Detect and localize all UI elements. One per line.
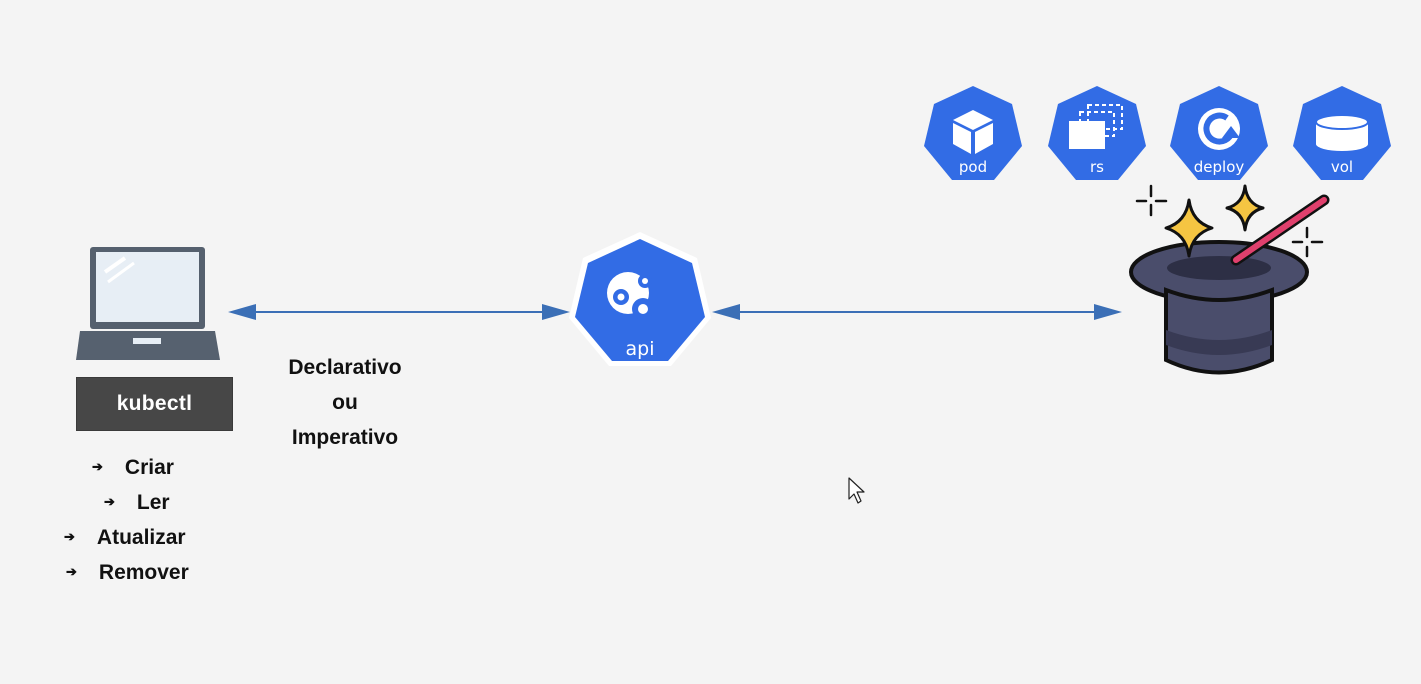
- mode-caption: Declarativo ou Imperativo: [250, 350, 440, 455]
- mode-line-1: Declarativo: [288, 356, 402, 379]
- resource-deploy: deploy: [1170, 86, 1268, 180]
- rs-label: rs: [1090, 158, 1104, 176]
- pod-label: pod: [959, 158, 987, 176]
- magic-wand-icon: [1230, 194, 1330, 266]
- kubectl-label-box: kubectl: [76, 377, 233, 431]
- arrow-bullet-icon: ➔: [92, 459, 103, 474]
- arrow-api-hat: [712, 304, 1122, 320]
- deploy-label: deploy: [1194, 158, 1245, 176]
- list-item: ➔Criar: [92, 456, 174, 479]
- magic-hat-icon: [1129, 240, 1309, 375]
- mode-line-3: Imperativo: [291, 426, 399, 449]
- arrow-bullet-icon: ➔: [104, 494, 115, 509]
- twinkle-icon: [1135, 184, 1324, 258]
- laptop-icon: [76, 247, 220, 360]
- list-item: ➔Remover: [66, 561, 189, 584]
- mode-line-2: ou: [332, 391, 358, 414]
- stacked-rects-icon: [1079, 104, 1123, 137]
- vol-label: vol: [1331, 158, 1353, 176]
- sparkles-icon: [1164, 184, 1265, 258]
- arrow-bullet-icon: ➔: [66, 564, 77, 579]
- resource-vol: vol: [1293, 86, 1391, 180]
- arrow-client-api: [228, 304, 570, 320]
- cylinder-icon: [1315, 114, 1369, 151]
- resource-rs: rs: [1048, 86, 1146, 180]
- mouse-cursor-icon: [848, 477, 865, 504]
- arrow-bullet-icon: ➔: [64, 529, 75, 544]
- api-hexagon-icon: api: [569, 232, 711, 366]
- cube-icon: [953, 110, 993, 154]
- list-item: ➔Atualizar: [64, 526, 186, 549]
- gears-icon: [613, 274, 654, 320]
- list-item: ➔Ler: [104, 491, 170, 514]
- resource-pod: pod: [924, 86, 1022, 180]
- kubectl-label: kubectl: [116, 392, 193, 415]
- refresh-icon: [1198, 108, 1240, 150]
- api-label: api: [626, 338, 655, 360]
